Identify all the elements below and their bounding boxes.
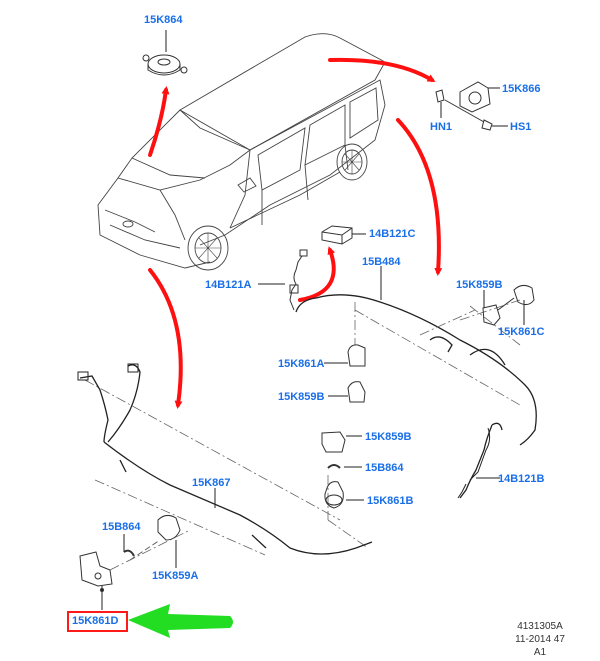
arrow-to-15K866 [328, 57, 436, 83]
highlight-box [67, 611, 128, 632]
part-15K859A[interactable] [129, 514, 181, 568]
arrow-to-15K867 [148, 268, 183, 409]
part-15K861D-bracket[interactable] [79, 551, 113, 610]
arrow-to-15B484 [396, 118, 443, 276]
drawing-reference: 4131305A 11-2014 47 A1 [500, 620, 580, 659]
drawing-date: 11-2014 47 [515, 634, 565, 645]
drawing-number: 4131305A [517, 621, 563, 632]
arrow-to-14B121C [298, 246, 336, 302]
label-14B121B[interactable]: 14B121B [498, 473, 545, 485]
green-pointer-arrow [128, 604, 233, 638]
label-15K861D[interactable]: 15K861D [72, 615, 119, 627]
part-15K861C[interactable] [497, 284, 535, 325]
label-15B864-mid[interactable]: 15B864 [365, 462, 404, 474]
callout-arrows [148, 57, 443, 409]
label-14B121A[interactable]: 14B121A [205, 279, 252, 291]
part-15B484[interactable] [295, 266, 537, 499]
label-15K861A[interactable]: 15K861A [278, 358, 325, 370]
label-15K866[interactable]: 15K866 [502, 83, 541, 95]
label-15K864[interactable]: 15K864 [144, 14, 183, 26]
label-15K861C[interactable]: 15K861C [498, 326, 545, 338]
label-15K859B-mid[interactable]: 15K859B [278, 391, 325, 403]
label-HN1[interactable]: HN1 [430, 121, 453, 133]
drawing-revision: A1 [533, 647, 547, 658]
part-15K866[interactable] [435, 81, 508, 131]
label-15B864-left[interactable]: 15B864 [102, 521, 141, 533]
arrow-to-15K864 [148, 86, 170, 157]
part-14B121A[interactable] [258, 249, 308, 311]
label-15K861B[interactable]: 15K861B [367, 495, 414, 507]
label-15B484[interactable]: 15B484 [362, 256, 401, 268]
part-15B864-mid[interactable] [327, 464, 362, 469]
part-15K867[interactable] [77, 363, 373, 555]
label-15K867[interactable]: 15K867 [192, 477, 231, 489]
label-14B121C[interactable]: 14B121C [369, 228, 416, 240]
label-15K859B-right[interactable]: 15K859B [456, 279, 503, 291]
part-15K859B-mid[interactable] [328, 381, 366, 403]
part-14B121C[interactable] [321, 225, 366, 245]
part-15K861B[interactable] [324, 481, 364, 509]
part-15K861A[interactable] [324, 344, 366, 367]
label-15K859B-lower[interactable]: 15K859B [365, 431, 412, 443]
part-15K859B-right[interactable] [482, 290, 501, 326]
part-15K864[interactable] [142, 30, 188, 76]
label-HS1[interactable]: HS1 [510, 121, 532, 133]
part-14B121B[interactable] [457, 427, 500, 499]
part-15K859B-lower[interactable] [321, 431, 362, 453]
vehicle-drawing [97, 33, 386, 271]
part-15B864-left[interactable] [123, 534, 135, 557]
label-15K859A[interactable]: 15K859A [152, 570, 199, 582]
